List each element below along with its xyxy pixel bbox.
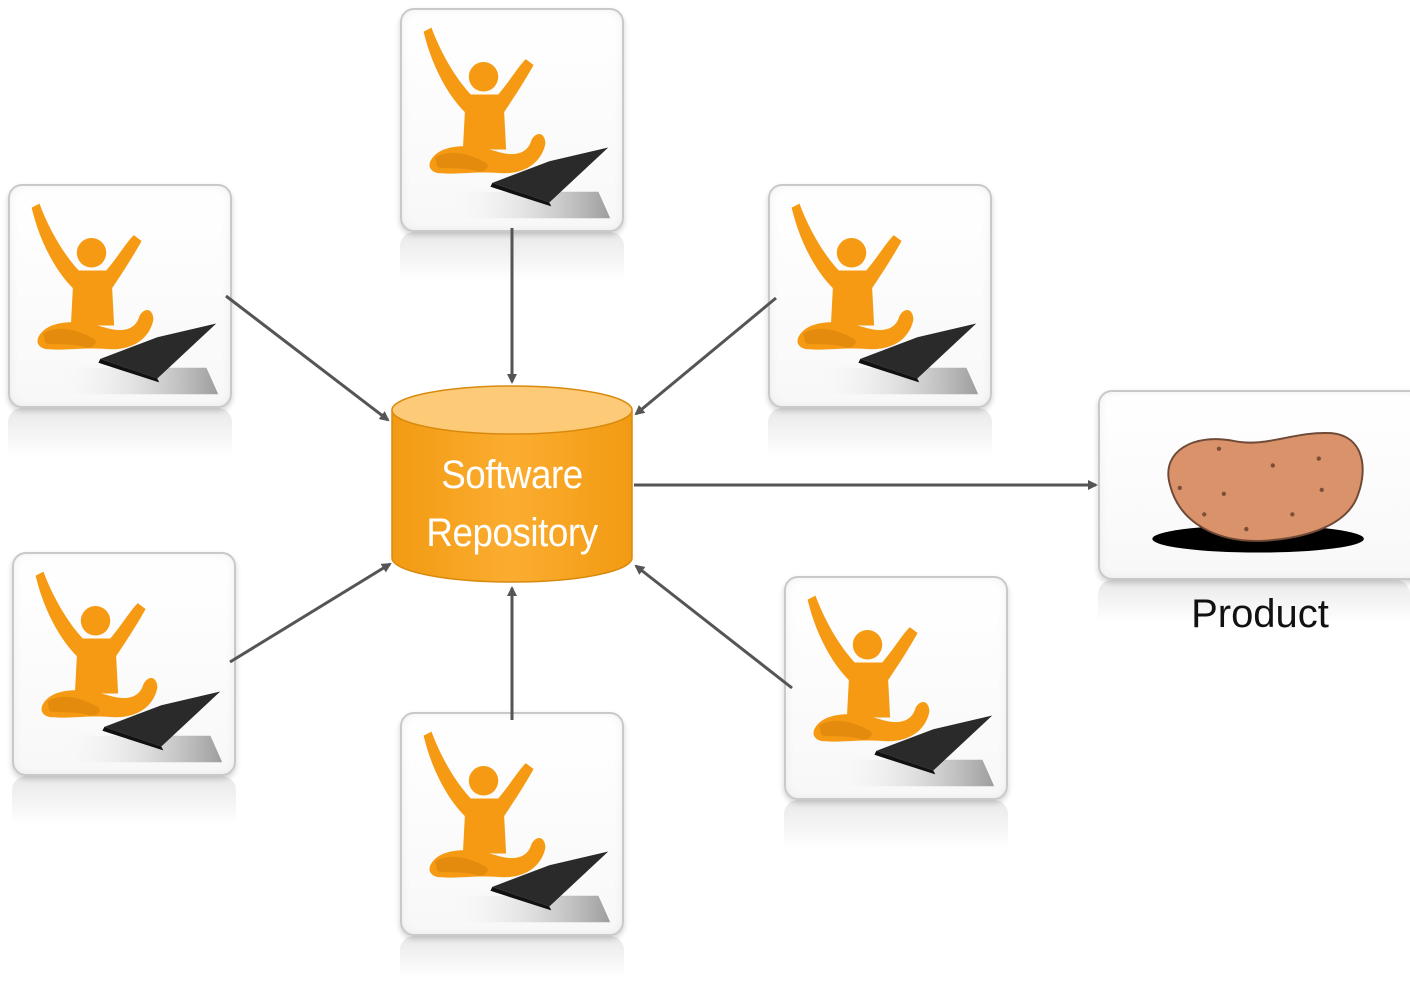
repository-cylinder bbox=[391, 385, 633, 583]
developer-tile-upper-right bbox=[768, 184, 992, 408]
reflection bbox=[768, 408, 992, 478]
developer-icon bbox=[791, 203, 979, 395]
reflection bbox=[8, 408, 232, 478]
developer-tile-lower-right bbox=[784, 576, 1008, 800]
potato-icon bbox=[1152, 432, 1364, 553]
product-label: Product bbox=[1191, 592, 1329, 636]
repository-label: Software Repository bbox=[402, 446, 623, 562]
developer-icon bbox=[31, 203, 219, 395]
reflection bbox=[400, 936, 624, 996]
developer-icon bbox=[423, 731, 611, 923]
repository-label-line2: Repository bbox=[426, 511, 598, 555]
arrow-lower-right-to-repo bbox=[634, 564, 793, 690]
developer-icon bbox=[807, 595, 995, 787]
developer-tile-bottom bbox=[400, 712, 624, 936]
arrow-upper-right-to-repo bbox=[634, 296, 777, 416]
developer-tile-upper-left bbox=[8, 184, 232, 408]
reflection bbox=[1098, 580, 1410, 640]
repository-label-line1: Software bbox=[441, 453, 583, 497]
developer-tile-top bbox=[400, 8, 624, 232]
developer-icon bbox=[35, 571, 223, 763]
product-tile bbox=[1098, 390, 1410, 580]
developer-icon bbox=[423, 27, 611, 219]
developer-tile-lower-left bbox=[12, 552, 236, 776]
reflection bbox=[784, 800, 1008, 870]
arrow-upper-left-to-repo bbox=[225, 294, 390, 422]
arrow-lower-left-to-repo bbox=[229, 562, 392, 664]
reflection bbox=[12, 776, 236, 846]
